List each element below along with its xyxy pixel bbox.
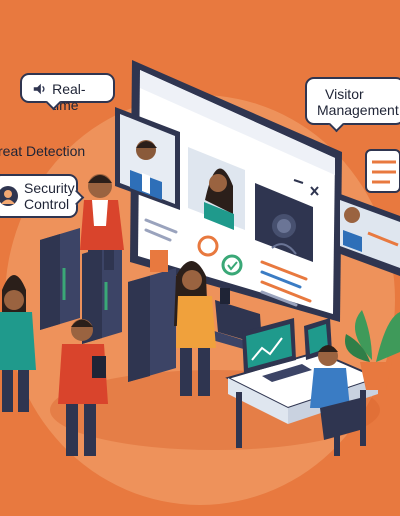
speaker-alert-icon	[33, 83, 45, 95]
woman-green-shirt	[0, 275, 36, 412]
security-guard	[80, 174, 124, 270]
security-label-line1: Security	[24, 180, 75, 196]
visitor-management-bubble: Visitor Management	[305, 77, 400, 125]
threat-detection-label: reat Detection	[0, 143, 86, 159]
chat-bubble-icon	[365, 149, 400, 193]
woman-with-phone	[174, 261, 230, 396]
desk-operator	[310, 345, 360, 456]
realtime-bubble: Real-time	[20, 73, 115, 113]
monitor-data-lines	[144, 218, 312, 307]
visitor-label-line1: Visitor	[325, 86, 364, 102]
side-panel-video	[335, 192, 400, 276]
check-icon	[221, 254, 243, 276]
monitor-status-icons	[197, 235, 243, 276]
man-red-shirt	[58, 319, 108, 456]
minimize-icon	[293, 179, 304, 184]
avatar-icon	[0, 186, 18, 206]
security-label-line2: Control	[24, 196, 70, 212]
operator-desk	[225, 318, 381, 448]
potted-plant	[345, 310, 400, 390]
realtime-label: Real-time	[52, 81, 86, 113]
check-icon	[197, 235, 219, 257]
video-tile-woman	[188, 147, 245, 230]
close-icon	[310, 186, 319, 196]
security-control-bubble: Security Control	[0, 174, 78, 218]
visitor-label-line2: Management	[317, 102, 399, 118]
video-tile-man	[115, 107, 180, 210]
video-tile-dark	[255, 183, 313, 262]
